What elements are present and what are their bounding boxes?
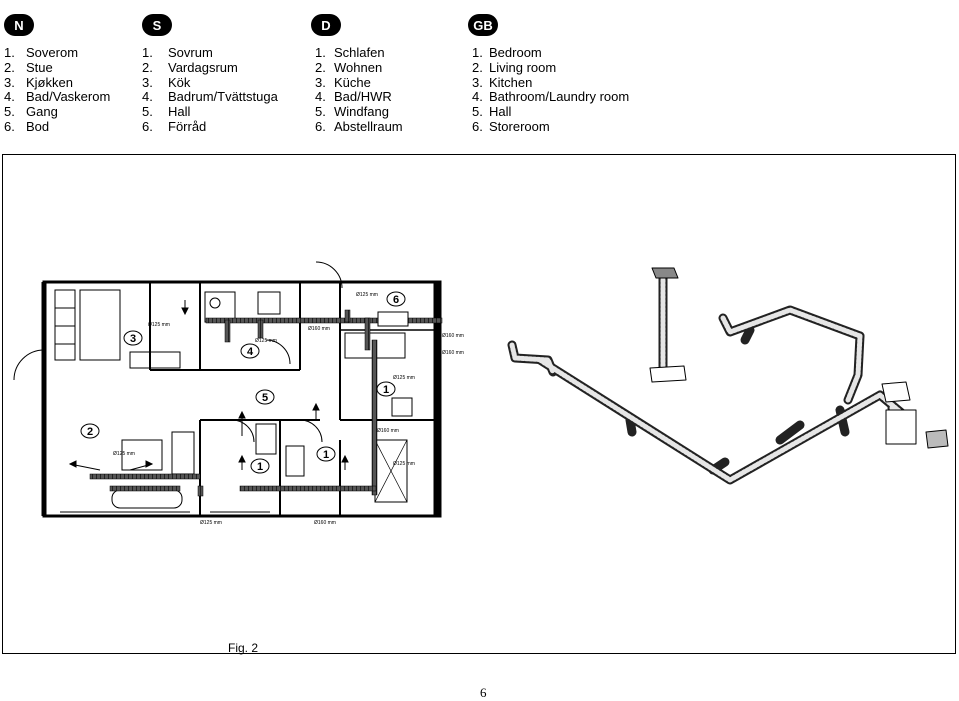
room-marker-6: 6 [393, 294, 399, 306]
duct-label-160c: Ø160 mm [442, 350, 464, 356]
duct-label-125e: Ø125 mm [393, 461, 415, 467]
duct-label-125f: Ø125 mm [113, 451, 135, 457]
legend-item: 5.Windfang [315, 104, 389, 120]
legend-item: 1.Sovrum [142, 45, 213, 60]
legend-item: 5.Hall [142, 104, 191, 120]
duct-label-125b: Ø125 mm [255, 338, 277, 344]
legend-item: 3.Kök [142, 74, 191, 90]
isometric-duct-system [507, 267, 949, 485]
language-badge-n: N [4, 14, 34, 36]
duct-labels: Ø125 mm Ø125 mm Ø125 mm Ø125 mm Ø125 mm … [113, 292, 464, 526]
legend-item: 2.Living room [472, 59, 557, 75]
room-markers: 3 4 6 5 1 2 1 1 [80, 291, 406, 474]
airflow-arrows [68, 300, 349, 471]
duct-label-125g: Ø125 mm [200, 520, 222, 526]
duct-label-160e: Ø160 mm [314, 520, 336, 526]
duct-label-160: Ø160 mm [308, 326, 330, 332]
language-badge-s: S [142, 14, 172, 36]
duct-label-125: Ø125 mm [148, 322, 170, 328]
room-marker-2: 2 [87, 426, 93, 438]
legend-column-n: 1.Soverom 2.Stue 3.Kjøkken 4.Bad/Vaskero… [4, 45, 111, 135]
legend-item: 1.Schlafen [315, 45, 385, 60]
legend-item: 1.Bedroom [472, 45, 542, 60]
legend-item: 6.Storeroom [472, 118, 550, 134]
legend-item: 4.Bathroom/Laundry room [472, 89, 630, 105]
legend-item: 6.Abstellraum [315, 118, 403, 134]
language-badge-d: D [311, 14, 341, 36]
page-number: 6 [480, 685, 487, 700]
figure-frame [2, 154, 956, 654]
legend-item: 6.Bod [4, 118, 50, 134]
duct-label-160b: Ø160 mm [442, 333, 464, 339]
legend-item: 4.Bad/Vaskerom [4, 89, 111, 105]
legend-item: 4.Bad/HWR [315, 89, 392, 105]
figure-caption: Fig. 2 [228, 641, 259, 655]
room-marker-1b: 1 [257, 461, 263, 473]
duct-label-125d: Ø125 mm [393, 375, 415, 381]
legend-item: 2.Vardagsrum [142, 59, 238, 75]
room-marker-1c: 1 [323, 449, 329, 461]
room-marker-1: 1 [383, 384, 389, 396]
legend-item: 1.Soverom [4, 45, 79, 60]
room-marker-3: 3 [130, 333, 136, 345]
legend-item: 3.Kitchen [472, 74, 533, 90]
legend-item: 2.Stue [4, 59, 53, 75]
language-badge-gb: GB [468, 14, 498, 36]
duct-label-160d: Ø160 mm [377, 428, 399, 434]
legend-item: 2.Wohnen [315, 59, 383, 75]
legend-item: 3.Kjøkken [4, 74, 73, 90]
legend-item: 5.Gang [4, 104, 58, 120]
legend-item: 4.Badrum/Tvättstuga [142, 89, 278, 105]
legend-item: 5.Hall [472, 104, 512, 120]
duct-routing-plan [89, 309, 443, 497]
legend-item: 3.Küche [315, 74, 371, 90]
room-marker-4: 4 [247, 346, 254, 358]
legend-column-gb: 1.Bedroom 2.Living room 3.Kitchen 4.Bath… [472, 45, 630, 135]
duct-label-125c: Ø125 mm [356, 292, 378, 298]
room-marker-5: 5 [262, 392, 268, 404]
legend-column-s: 1.Sovrum 2.Vardagsrum 3.Kök 4.Badrum/Tvä… [142, 45, 278, 135]
legend-item: 6.Förråd [142, 118, 207, 134]
legend-column-d: 1.Schlafen 2.Wohnen 3.Küche 4.Bad/HWR 5.… [315, 45, 403, 135]
